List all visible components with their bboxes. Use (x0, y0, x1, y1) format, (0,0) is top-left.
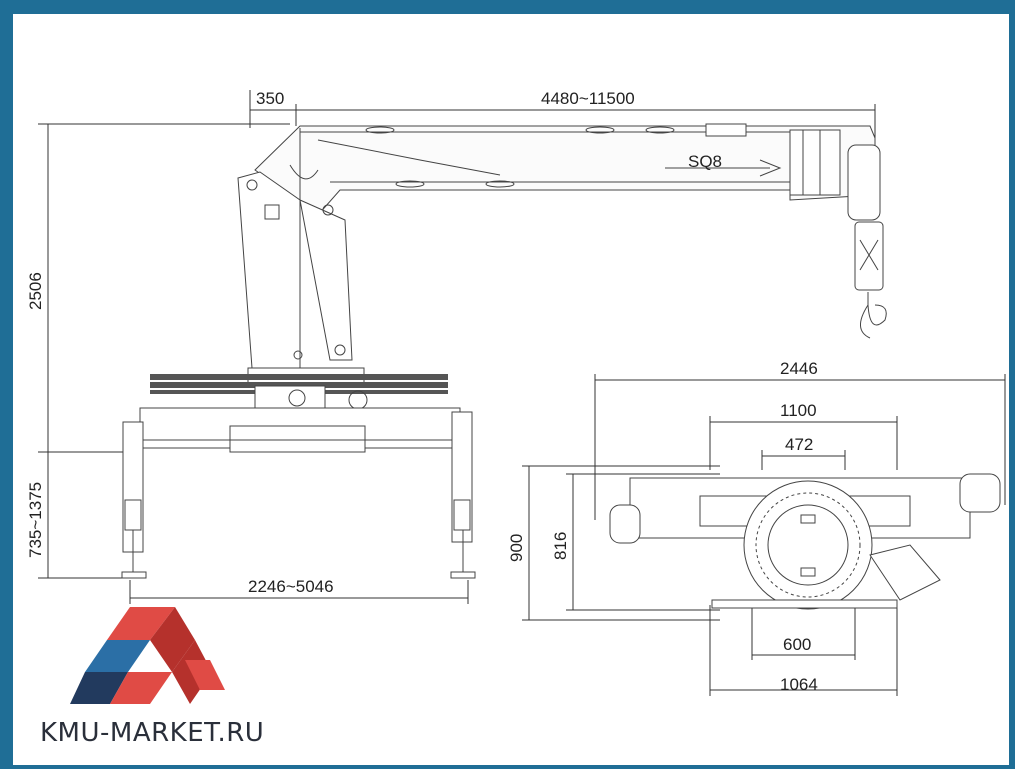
mast (237, 128, 353, 369)
dim-total-height: 2506 (26, 272, 45, 310)
frame-border-left (0, 0, 13, 769)
dim-frame-width: 1100 (780, 401, 817, 420)
dim-lines-top (522, 374, 1006, 696)
dim-outrigger-height: 735~1375 (26, 482, 45, 558)
brand-name: KMU-MARKET.RU (40, 718, 265, 748)
outrigger-left (121, 421, 147, 579)
frame-border-bottom (0, 765, 1015, 769)
dim-depth-outer: 900 (507, 534, 526, 562)
dim-boom-length: 4480~11500 (541, 89, 635, 108)
dim-mount-inner: 600 (783, 635, 811, 654)
frame-border-top (0, 0, 1015, 14)
dim-base-width: 472 (785, 435, 813, 454)
dim-depth-inner: 816 (551, 532, 570, 560)
outrigger-right (450, 411, 476, 579)
dim-lines-side (38, 90, 876, 604)
model-label: SQ8 (688, 152, 722, 171)
dim-mount-outer: 1064 (780, 675, 818, 694)
boom-model-text: SQ8 (688, 152, 722, 171)
base (139, 367, 461, 453)
boom (254, 123, 881, 221)
dim-outrigger-span: 2246~5046 (248, 577, 334, 596)
top-view-body (609, 473, 1001, 610)
brand-logo (70, 607, 225, 704)
dim-overall-width: 2446 (780, 359, 818, 378)
frame-border-right (1009, 0, 1015, 769)
dim-boom-offset: 350 (256, 89, 284, 108)
hook (854, 221, 887, 339)
